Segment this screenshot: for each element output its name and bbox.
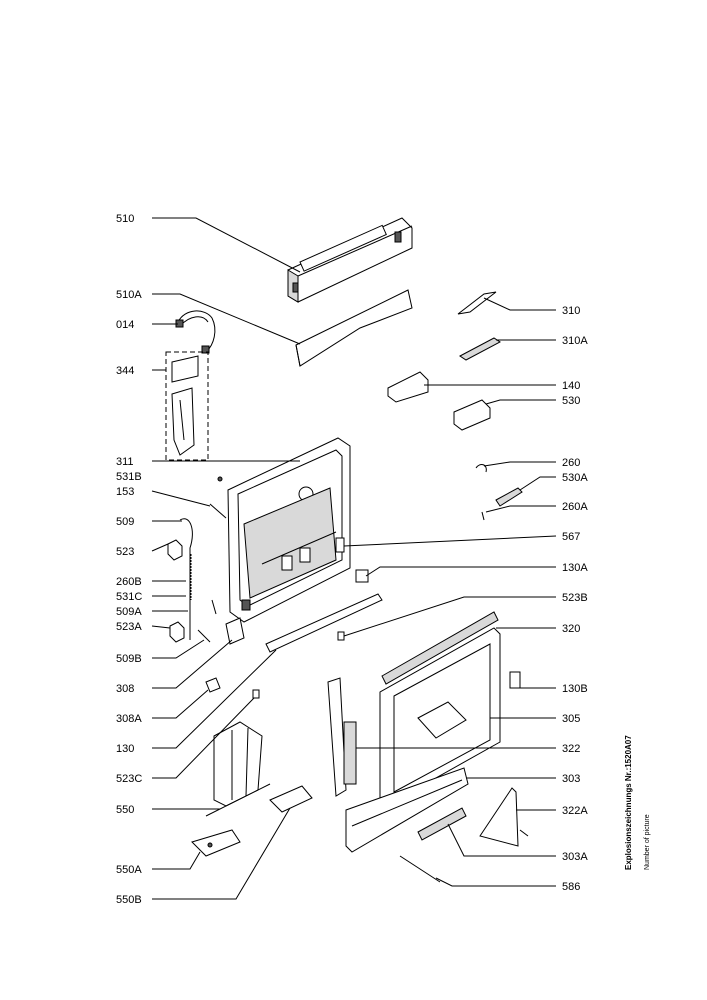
- part-320-rail: [381, 611, 499, 685]
- label-567: 567: [562, 531, 580, 543]
- left-labels: 510 510A 014 344 311 531B 153 509 523 26…: [116, 213, 142, 906]
- label-550: 550: [116, 804, 134, 816]
- label-523A: 523A: [116, 621, 142, 633]
- part-531C-screw: [211, 599, 217, 615]
- part-509B-rod: [197, 629, 211, 643]
- part-130-bar: [265, 593, 383, 653]
- part-153-spring: [209, 503, 227, 519]
- label-130: 130: [116, 743, 134, 755]
- part-260: [475, 464, 487, 473]
- part-523-clip: [167, 539, 183, 561]
- part-530A: [495, 487, 523, 507]
- label-531C: 531C: [116, 591, 142, 603]
- part-130A: [355, 569, 369, 583]
- part-509-cord: [179, 518, 193, 640]
- label-322: 322: [562, 743, 580, 755]
- label-308A: 308A: [116, 713, 142, 725]
- label-260B: 260B: [116, 576, 142, 588]
- label-523C: 523C: [116, 773, 142, 785]
- label-311: 311: [116, 456, 134, 468]
- label-530: 530: [562, 395, 580, 407]
- label-530A: 530A: [562, 472, 588, 484]
- part-550-stand: [205, 721, 271, 817]
- part-510-control-panel: [287, 217, 413, 303]
- part-523A-clip: [169, 621, 185, 643]
- right-leader-lines: [343, 297, 557, 887]
- right-labels: 310 310A 140 530 260 530A 260A 567 130A …: [562, 305, 588, 893]
- label-130A: 130A: [562, 562, 588, 574]
- left-leader-lines: [151, 217, 301, 900]
- label-305: 305: [562, 713, 580, 725]
- part-567: [335, 537, 345, 553]
- label-509: 509: [116, 516, 134, 528]
- part-322-strip: [327, 677, 357, 797]
- label-308: 308: [116, 683, 134, 695]
- label-586: 586: [562, 881, 580, 893]
- part-310: [457, 291, 497, 315]
- part-303A: [417, 807, 467, 841]
- part-510A-panel-strip: [295, 289, 413, 367]
- label-130B: 130B: [562, 683, 588, 695]
- label-260A: 260A: [562, 501, 588, 513]
- label-322A: 322A: [562, 805, 588, 817]
- label-310: 310: [562, 305, 580, 317]
- part-014-cable: [175, 310, 216, 354]
- label-140: 140: [562, 380, 580, 392]
- part-305-outer-panel: [379, 627, 501, 807]
- label-509B: 509B: [116, 653, 142, 665]
- part-523C: [252, 689, 260, 699]
- part-311-inner-door: [227, 437, 351, 623]
- label-014: 014: [116, 319, 134, 331]
- part-130B: [509, 671, 521, 689]
- part-550B-foot: [269, 785, 313, 813]
- label-531B: 531B: [116, 471, 142, 483]
- label-303: 303: [562, 773, 580, 785]
- part-303-bottom-plate: [345, 767, 469, 853]
- part-531B-screw: [217, 476, 223, 482]
- label-153: 153: [116, 486, 134, 498]
- part-308A-bracket: [205, 677, 221, 693]
- label-509A: 509A: [116, 606, 142, 618]
- label-344: 344: [116, 365, 134, 377]
- drawing-number: Explosionszeichnungs Nr.:1520A07: [624, 735, 633, 870]
- part-344-hinge-assembly: [165, 351, 209, 461]
- label-310A: 310A: [562, 335, 588, 347]
- label-523B: 523B: [562, 592, 588, 604]
- part-530: [453, 399, 491, 431]
- part-523B: [337, 631, 345, 641]
- label-550A: 550A: [116, 864, 142, 876]
- part-550A-foot: [191, 829, 241, 857]
- label-510A: 510A: [116, 289, 142, 301]
- part-260A: [481, 511, 485, 521]
- label-260: 260: [562, 457, 580, 469]
- part-322A: [479, 787, 529, 847]
- label-320: 320: [562, 623, 580, 635]
- drawing-number-caption: Number of picture: [644, 814, 651, 870]
- label-523: 523: [116, 546, 134, 558]
- label-510: 510: [116, 213, 134, 225]
- label-550B: 550B: [116, 894, 142, 906]
- label-303A: 303A: [562, 851, 588, 863]
- part-140: [387, 371, 429, 403]
- part-586-rod: [399, 855, 441, 883]
- part-308-hinge: [225, 617, 245, 645]
- part-310A: [459, 337, 501, 361]
